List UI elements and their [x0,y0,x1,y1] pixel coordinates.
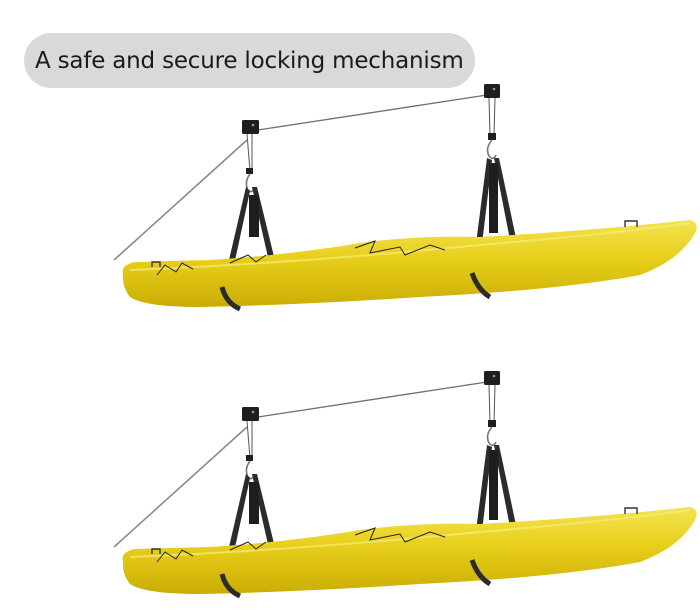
caption-text: A safe and secure locking mechanism [35,47,464,74]
kayak-hoist-illustration-top [0,75,700,325]
kayak-hoist-icon [113,84,697,312]
kayak-hoist-illustration-bottom [0,362,700,612]
caption-pill: A safe and secure locking mechanism [24,33,475,88]
kayak-hoist-icon [113,371,697,599]
